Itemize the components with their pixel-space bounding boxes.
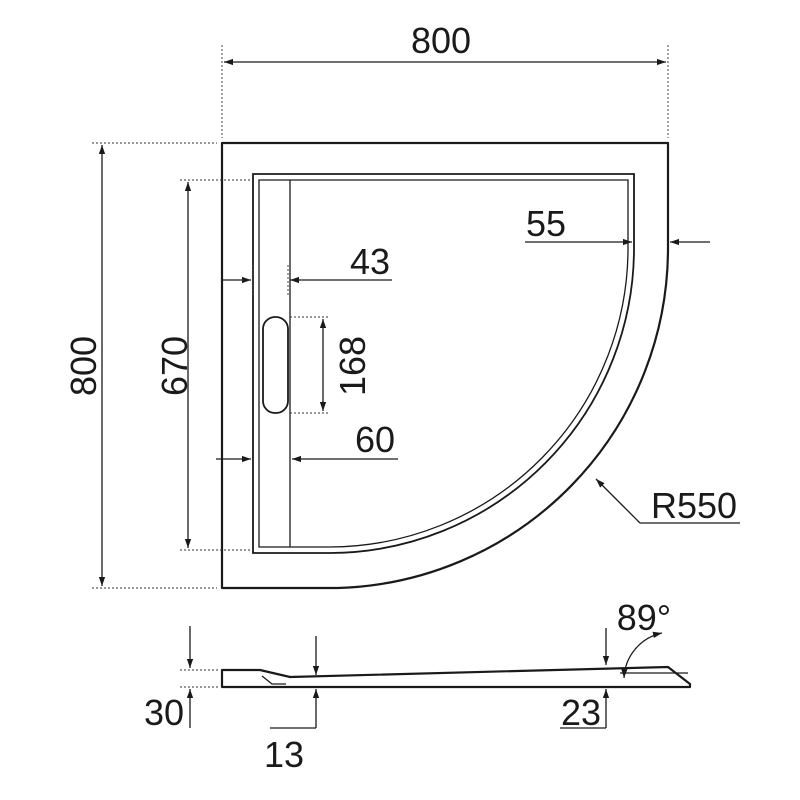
drain-outlet	[262, 316, 289, 414]
drain-length-dimension-label: 168	[332, 336, 373, 396]
tray-inner-outline-offset	[258, 179, 629, 548]
inner-length-dimension-label: 670	[154, 336, 195, 396]
radius-leader-line	[595, 478, 641, 524]
tray-profile-outline	[220, 665, 692, 689]
angle-label: 89°	[617, 597, 671, 638]
total-height-label: 30	[144, 692, 184, 733]
edge-height-label: 23	[561, 692, 601, 733]
width-dimension-label: 800	[411, 20, 471, 61]
side-width-label: 60	[355, 419, 395, 460]
height-dimension-label: 800	[63, 336, 104, 396]
tray-inner-outline	[252, 173, 635, 554]
tray-outer-outline	[220, 141, 670, 590]
channel-width-label: 43	[350, 241, 390, 282]
radius-label: R550	[651, 485, 737, 526]
profile-view: 30 13 23 89°	[144, 597, 692, 775]
outlet-height-label: 13	[264, 734, 304, 775]
rim-width-label: 55	[526, 203, 566, 244]
plan-view: 800 800 670 168 43 60 55 R550	[63, 20, 740, 590]
angle-arc	[621, 631, 663, 679]
